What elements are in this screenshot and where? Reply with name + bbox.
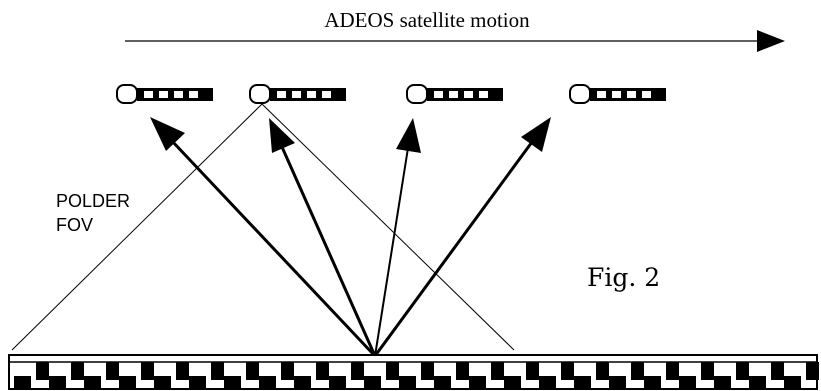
ground-block-tall (351, 362, 364, 380)
ground-block-short (49, 376, 66, 388)
motion-arrow (125, 30, 785, 52)
ground-block-tall (71, 362, 84, 380)
ground-block-short (294, 376, 311, 388)
ground-surface (8, 354, 819, 390)
ground-block-tall (106, 362, 119, 380)
ground-block-short (189, 376, 206, 388)
ground-block-short (644, 376, 661, 388)
ground-block-tall (736, 362, 749, 380)
fov-label-line1: POLDER (56, 191, 130, 211)
ground-block-short (119, 376, 136, 388)
ground-block-short (154, 376, 171, 388)
ground-block-tall (176, 362, 189, 380)
fov-right-line (261, 103, 515, 351)
ground-pattern (14, 362, 819, 388)
ground-block-tall (526, 362, 539, 380)
ground-block-short (399, 376, 416, 388)
ground-block-tall (561, 362, 574, 380)
satellite-1 (116, 84, 213, 104)
view-arrow-4 (373, 117, 551, 357)
ground-block-tall (631, 362, 644, 380)
ground-block-short (329, 376, 346, 388)
ground-block-tall (281, 362, 294, 380)
ground-block-short (679, 376, 696, 388)
fov-left-line (11, 103, 263, 351)
ground-block-tall (246, 362, 259, 380)
ground-block-short (609, 376, 626, 388)
ground-block-short (14, 376, 31, 388)
ground-block-tall (211, 362, 224, 380)
ground-block-tall (386, 362, 399, 380)
ground-block-tall (596, 362, 609, 380)
ground-block-short (364, 376, 381, 388)
ground-block-short (784, 376, 801, 388)
view-arrow-1 (150, 117, 377, 358)
ground-block-short (539, 376, 556, 388)
satellite-2 (249, 84, 346, 104)
ground-block-tall (316, 362, 329, 380)
figure-label: Fig. 2 (587, 263, 660, 292)
ground-block-short (504, 376, 521, 388)
ground-block-short (434, 376, 451, 388)
ground-block-tall (701, 362, 714, 380)
ground-block-tall (456, 362, 469, 380)
ground-block-tall (421, 362, 434, 380)
ground-block-short (574, 376, 591, 388)
view-arrow-3 (374, 118, 421, 357)
ground-block-tall (491, 362, 504, 380)
satellite-4 (569, 84, 666, 104)
ground-block-tall (806, 362, 819, 380)
ground-block-tall (36, 362, 49, 380)
ground-block-short (714, 376, 731, 388)
ground-block-tall (141, 362, 154, 380)
fov-label-line2: FOV (56, 215, 93, 235)
ground-block-tall (771, 362, 784, 380)
ground-block-short (84, 376, 101, 388)
ground-block-short (224, 376, 241, 388)
ground-block-short (259, 376, 276, 388)
ground-block-tall (666, 362, 679, 380)
satellite-3 (406, 84, 503, 104)
ground-block-short (749, 376, 766, 388)
view-arrow-2 (269, 118, 377, 357)
motion-label: ADEOS satellite motion (324, 8, 530, 32)
ground-block-short (469, 376, 486, 388)
